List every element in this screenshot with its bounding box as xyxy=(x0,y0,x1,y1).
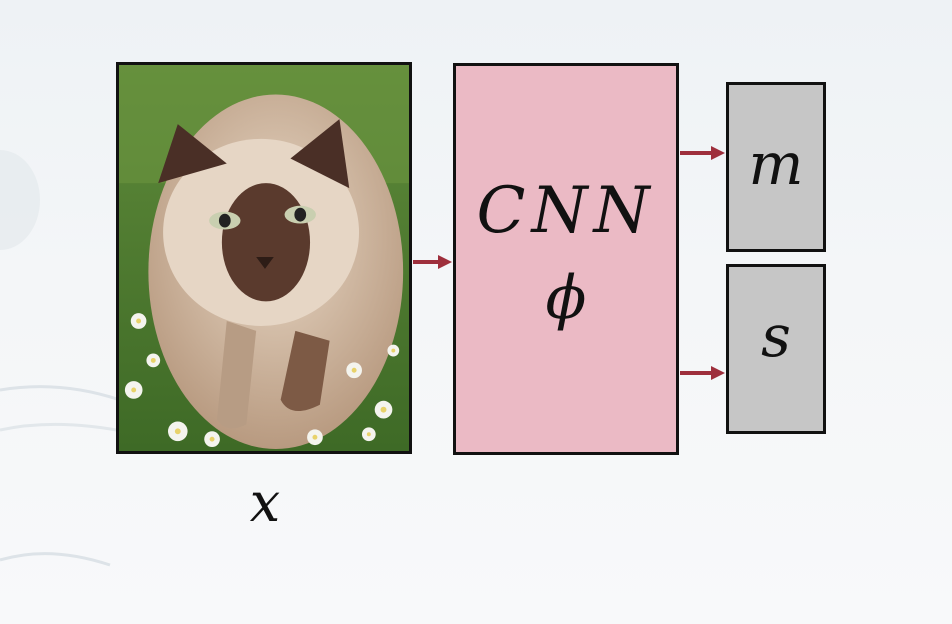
input-image-cat xyxy=(116,62,412,454)
output-label-m: m xyxy=(748,130,804,198)
input-label: x xyxy=(249,471,281,534)
output-label-s: s xyxy=(761,302,791,370)
cnn-label: CNN xyxy=(476,174,656,248)
cnn-block: CNN ϕ xyxy=(453,63,679,455)
cat-photo-illustration xyxy=(119,65,409,451)
cnn-parameter-label: ϕ xyxy=(545,263,587,333)
output-box-m: m xyxy=(726,82,826,252)
output-box-s: s xyxy=(726,264,826,434)
